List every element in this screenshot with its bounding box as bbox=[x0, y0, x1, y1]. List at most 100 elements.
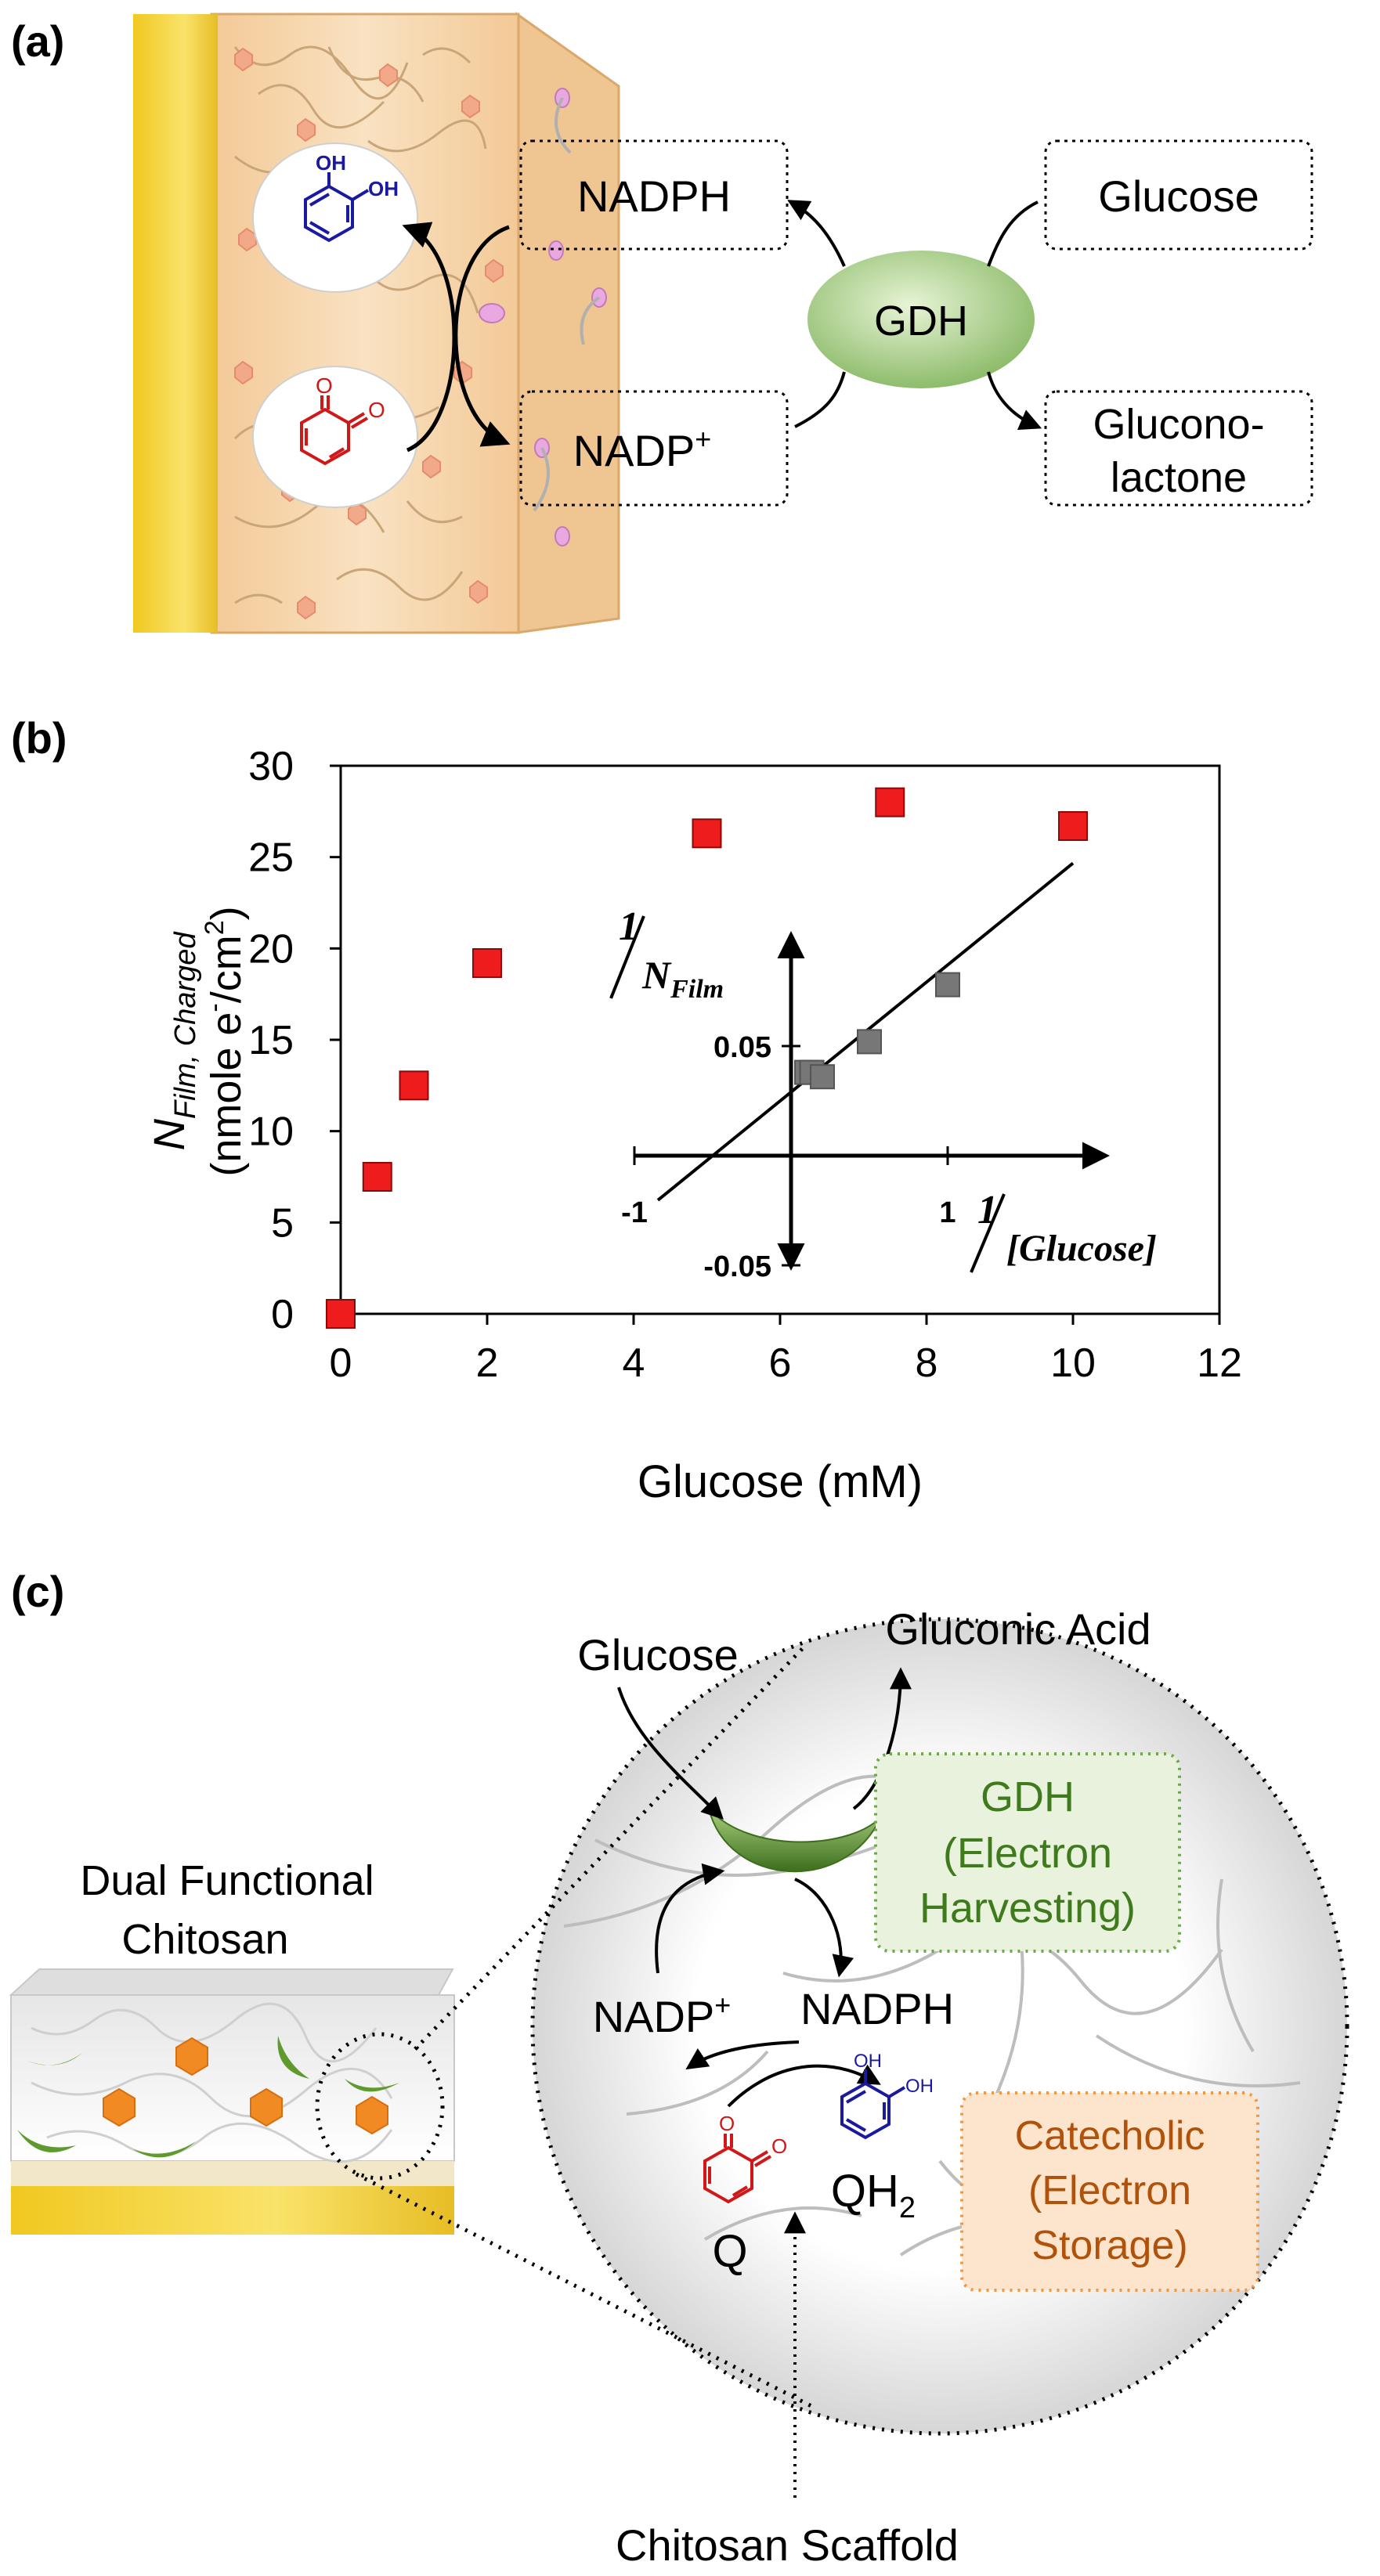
slab-strands bbox=[31, 2002, 393, 2163]
catechol-box-line3: Storage) bbox=[1031, 2223, 1187, 2268]
q-o-top: O bbox=[719, 2112, 735, 2135]
arrow-glucose-to-gdh bbox=[987, 200, 1039, 267]
quinone-circle bbox=[252, 366, 418, 508]
svg-text:(nmole e-/cm2): (nmole e-/cm2) bbox=[200, 906, 250, 1176]
y-tick-label: 30 bbox=[248, 744, 294, 789]
arrow-gdh-to-nadph bbox=[787, 200, 846, 267]
y-tick-label: 15 bbox=[248, 1018, 294, 1063]
inset-y-tick-label: 0.05 bbox=[713, 1031, 771, 1064]
catechol-circle bbox=[252, 143, 418, 293]
quinone-o-top: O bbox=[316, 373, 333, 398]
y-axis-label: NFilm, Charged (nmole e-/cm2) bbox=[144, 906, 250, 1176]
y-tick-label: 25 bbox=[248, 835, 294, 881]
qh2-oh-top: OH bbox=[854, 2051, 882, 2072]
inset-x-label-numerator: 1 bbox=[977, 1188, 998, 1232]
panel-a-label: (a) bbox=[11, 16, 64, 66]
data-point bbox=[326, 1299, 356, 1329]
x-tick-label: 8 bbox=[916, 1340, 938, 1386]
gdh-label: GDH bbox=[874, 298, 968, 345]
panel-c: (c) Glucose Gluconic Acid GDH (Electron … bbox=[9, 1567, 1349, 2570]
panel-c-label: (c) bbox=[11, 1567, 64, 1616]
data-point bbox=[472, 948, 502, 978]
arrow-nadp-to-gdh bbox=[794, 371, 846, 428]
slab-gdh-bowls bbox=[17, 2036, 399, 2158]
inset-data-point bbox=[810, 1064, 835, 1090]
nadph-label: NADPH bbox=[577, 171, 731, 221]
inset-x-tick-label: 1 bbox=[939, 1196, 956, 1229]
gdh-box-line3: Harvesting) bbox=[919, 1885, 1136, 1932]
inset-y-label-slash bbox=[609, 915, 645, 999]
inset-x-tick-label: -1 bbox=[621, 1196, 648, 1229]
data-point bbox=[875, 787, 905, 817]
x-tick-label: 6 bbox=[769, 1340, 792, 1386]
glucose-label: Glucose bbox=[1098, 171, 1259, 221]
zoom-line-bottom bbox=[355, 2172, 816, 2410]
data-point bbox=[362, 1162, 392, 1192]
panel-a: (a) bbox=[11, 12, 1313, 634]
catechol-box-line2: (Electron bbox=[1028, 2168, 1191, 2213]
x-tick-label: 12 bbox=[1197, 1340, 1242, 1386]
y-tick-label: 0 bbox=[271, 1292, 294, 1337]
inset-series bbox=[794, 972, 960, 1090]
inset-tick-labels: -1 1 -0.05 0.05 bbox=[621, 1031, 956, 1283]
q-o-side: O bbox=[771, 2134, 787, 2158]
inset-x-label-denominator: [Glucose] bbox=[1006, 1228, 1157, 1269]
arrow-gdh-to-nadph-c bbox=[794, 1878, 854, 1978]
chitosan-strands bbox=[233, 45, 487, 604]
q-label: Q bbox=[712, 2226, 747, 2277]
catechol-structure bbox=[304, 172, 370, 243]
inset-y-tick-label: -0.05 bbox=[703, 1250, 771, 1283]
nadp-label: NADP+ bbox=[573, 423, 712, 475]
arrow-q-to-nadp bbox=[685, 2040, 800, 2070]
gdh-box-line2: (Electron bbox=[943, 1830, 1112, 1877]
gluconolactone-box bbox=[1044, 390, 1313, 507]
arrow-nadp-to-gdh-c bbox=[655, 1863, 725, 1974]
inset-plot: -1 1 -0.05 0.05 1 NFilm 1 [Glucose] bbox=[609, 861, 1157, 1283]
y-tick-label: 10 bbox=[248, 1109, 294, 1155]
slab-zoom-spot bbox=[315, 2032, 445, 2181]
data-point bbox=[692, 818, 722, 849]
nadph-box bbox=[519, 139, 789, 251]
inset-y-label-denominator: NFilm bbox=[641, 953, 724, 1004]
gdh-ellipse bbox=[807, 251, 1035, 388]
enzyme-tethers bbox=[533, 97, 601, 512]
main-series bbox=[326, 787, 1088, 1329]
inset-data-point bbox=[857, 1029, 882, 1055]
gold-electrode bbox=[133, 14, 218, 633]
inset-y-label-numerator: 1 bbox=[619, 904, 639, 949]
nadp-label-c: NADP+ bbox=[593, 1989, 732, 2041]
svg-text:NFilm, Charged: NFilm, Charged bbox=[144, 931, 202, 1151]
panel-b-label: (b) bbox=[11, 713, 67, 763]
catechol-box-line1: Catecholic bbox=[1015, 2113, 1205, 2159]
x-axis-label: Glucose (mM) bbox=[638, 1456, 923, 1507]
film-hexagons bbox=[234, 47, 504, 620]
chitosan-scaffold-label: Chitosan Scaffold bbox=[616, 2520, 959, 2570]
qh2-label: QH2 bbox=[831, 2166, 916, 2224]
arrow-gdh-to-gluconic bbox=[852, 1667, 912, 1810]
slab-gold-electrode bbox=[11, 2186, 454, 2235]
gluconolactone-label-1: Glucono- bbox=[1093, 401, 1264, 448]
gluconic-acid-label: Gluconic Acid bbox=[885, 1604, 1151, 1654]
gluconolactone-label-2: lactone bbox=[1111, 454, 1247, 501]
y-tick-label: 5 bbox=[271, 1200, 294, 1246]
slab-base-band bbox=[11, 2161, 454, 2186]
nadp-box bbox=[519, 390, 789, 507]
arrow-to-nadp bbox=[453, 225, 511, 447]
quinone-structure bbox=[300, 395, 369, 466]
inset-x-label-slash bbox=[970, 1193, 1006, 1273]
inset-data-point bbox=[935, 972, 960, 998]
glucose-label-c: Glucose bbox=[577, 1630, 738, 1679]
slab-hexagons bbox=[103, 2037, 388, 2135]
catechol-qh2-structure bbox=[840, 2069, 906, 2140]
dual-functional-line2: Chitosan bbox=[121, 1916, 288, 1963]
gdh-harvesting-box bbox=[874, 1752, 1181, 1953]
x-tick-label: 2 bbox=[476, 1340, 499, 1386]
x-tick-label: 4 bbox=[623, 1340, 645, 1386]
catechol-storage-box bbox=[960, 2091, 1259, 2292]
catechol-oh-top: OH bbox=[316, 151, 346, 175]
data-point bbox=[399, 1070, 429, 1101]
glucose-box bbox=[1044, 139, 1313, 251]
